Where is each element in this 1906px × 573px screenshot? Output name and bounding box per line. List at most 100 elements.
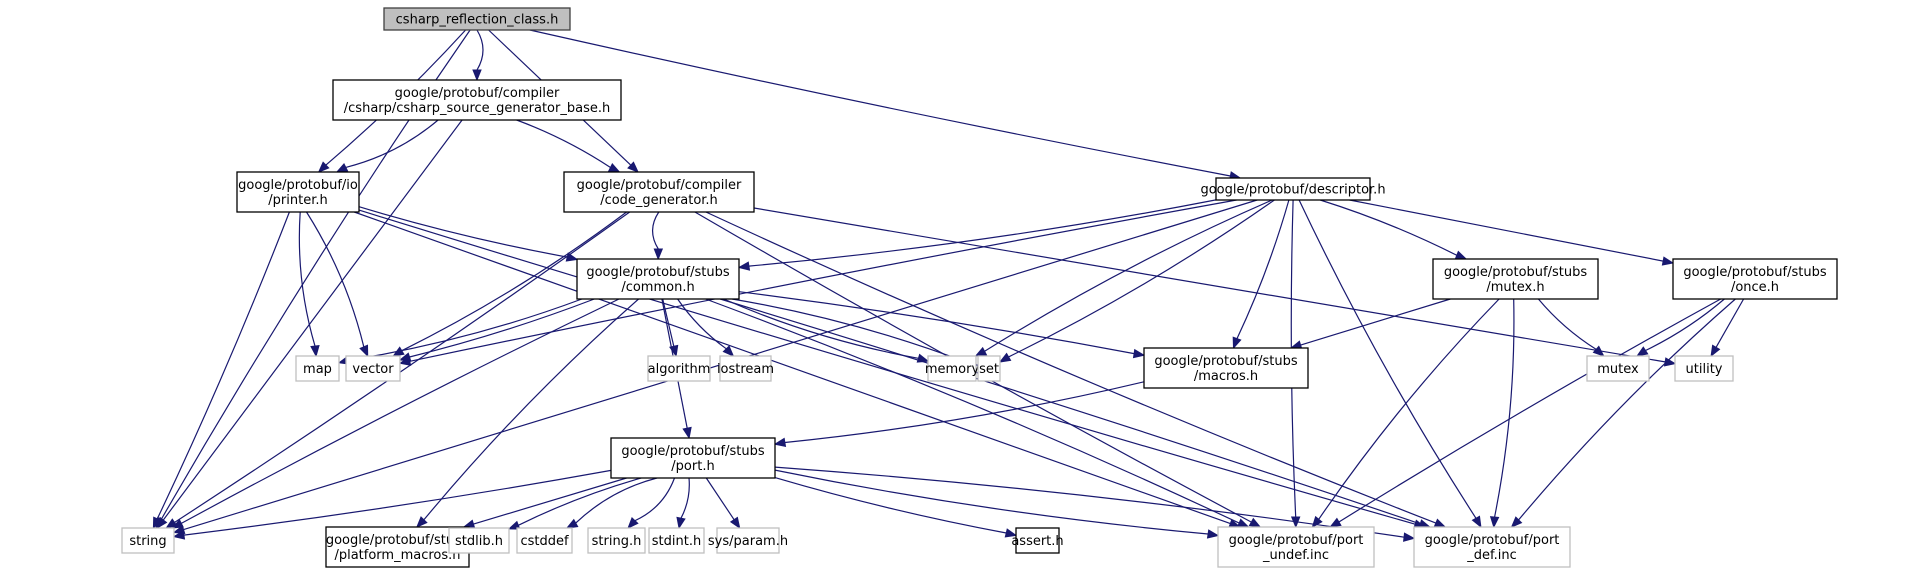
node-box-stringh bbox=[587, 527, 646, 554]
node-box-printer[interactable] bbox=[236, 171, 360, 213]
node-label-codegen-line0: google/protobuf/compiler bbox=[577, 178, 742, 193]
edge-mutexh-to-macros bbox=[1300, 298, 1451, 346]
edge-mutexh-to-portundef bbox=[1318, 298, 1500, 520]
node-platform[interactable]: google/protobuf/stubs/platform_macros.h bbox=[325, 526, 470, 568]
edge-common-to-string bbox=[181, 298, 620, 524]
arrowhead-common-to-port bbox=[682, 426, 692, 440]
edge-port-to-portundef bbox=[774, 469, 1209, 535]
node-port[interactable]: google/protobuf/stubs/port.h bbox=[610, 437, 776, 479]
edge-common-to-iostream bbox=[677, 298, 727, 350]
node-box-sysparam bbox=[716, 527, 780, 554]
node-set: set bbox=[977, 355, 1001, 382]
edge-descriptor-to-mutexh bbox=[1320, 199, 1458, 256]
node-box-csgb[interactable] bbox=[332, 79, 622, 121]
arrowhead-port-to-assert bbox=[1004, 528, 1018, 538]
node-printer[interactable]: google/protobuf/io/printer.h bbox=[236, 171, 360, 213]
node-label-cstddef-line0: cstddef bbox=[520, 534, 569, 549]
edge-descriptor-to-set bbox=[1008, 199, 1275, 358]
node-label-map-line0: map bbox=[303, 362, 332, 377]
node-box-descriptor[interactable] bbox=[1215, 177, 1371, 201]
node-stdlib: stdlib.h bbox=[448, 527, 510, 554]
arrowhead-codegen-to-common bbox=[653, 248, 664, 261]
node-label-port-line1: /port.h bbox=[671, 459, 714, 474]
node-box-cstddef bbox=[516, 527, 573, 554]
node-box-memory bbox=[927, 355, 977, 382]
edge-mutexh-to-portdef bbox=[1494, 298, 1515, 518]
node-label-csgb-line1: /csharp/csharp_source_generator_base.h bbox=[344, 101, 610, 116]
edge-descriptor-to-common bbox=[748, 199, 1217, 267]
node-root[interactable]: csharp_reflection_class.h bbox=[383, 7, 571, 31]
node-label-portundef-line0: google/protobuf/port bbox=[1229, 533, 1364, 548]
node-box-root[interactable] bbox=[383, 7, 571, 31]
node-descriptor[interactable]: google/protobuf/descriptor.h bbox=[1200, 177, 1386, 201]
arrowhead-codegen-to-portundef bbox=[1248, 517, 1262, 528]
node-codegen[interactable]: google/protobuf/compiler/code_generator.… bbox=[563, 171, 755, 213]
node-label-mutexh-line1: /mutex.h bbox=[1486, 280, 1544, 295]
edge-descriptor-to-vector bbox=[409, 199, 1237, 362]
edge-codegen-to-common bbox=[651, 211, 660, 250]
arrowhead-printer-to-vector bbox=[359, 344, 369, 358]
arrowhead-port-to-stdint bbox=[676, 516, 686, 530]
arrowhead-port-to-stdlib bbox=[507, 520, 521, 530]
node-label-mutexh-line0: google/protobuf/stubs bbox=[1444, 265, 1588, 280]
node-box-portdef bbox=[1413, 526, 1571, 568]
node-common[interactable]: google/protobuf/stubs/common.h bbox=[576, 258, 740, 300]
node-box-string bbox=[121, 527, 175, 554]
edge-root-to-descriptor bbox=[529, 29, 1231, 177]
edge-printer-to-common bbox=[358, 206, 568, 258]
edge-common-to-platform bbox=[423, 298, 639, 521]
node-string: string bbox=[121, 527, 175, 554]
arrowhead-printer-to-map bbox=[310, 345, 320, 358]
node-mutexh[interactable]: google/protobuf/stubs/mutex.h bbox=[1432, 258, 1599, 300]
node-box-mutexh[interactable] bbox=[1432, 258, 1599, 300]
arrowhead-descriptor-to-macros bbox=[1232, 336, 1242, 350]
edge-mutexh-to-mutex bbox=[1537, 298, 1597, 350]
edge-port-to-stringh bbox=[634, 477, 676, 522]
edge-descriptor-to-macros bbox=[1236, 199, 1290, 339]
node-macros[interactable]: google/protobuf/stubs/macros.h bbox=[1143, 347, 1309, 389]
node-onceh[interactable]: google/protobuf/stubs/once.h bbox=[1672, 258, 1838, 300]
edge-csgb-to-codegen bbox=[516, 119, 611, 169]
arrowhead-port-to-portdef bbox=[1403, 532, 1416, 542]
arrowhead-port-to-cstddef bbox=[565, 518, 579, 529]
node-csgb[interactable]: google/protobuf/compiler/csharp/csharp_s… bbox=[332, 79, 622, 121]
node-assert[interactable]: assert.h bbox=[1011, 527, 1064, 554]
arrowhead-common-to-portundef bbox=[1236, 518, 1250, 528]
arrowhead-root-to-printer bbox=[317, 161, 330, 173]
edge-csgb-to-printer bbox=[345, 119, 439, 168]
arrowhead-mutexh-to-portdef bbox=[1489, 516, 1500, 529]
edge-common-to-memory bbox=[723, 298, 919, 359]
arrowhead-macros-to-port bbox=[773, 437, 787, 448]
node-box-vector bbox=[345, 355, 401, 382]
arrowhead-descriptor-to-portdef bbox=[1471, 515, 1482, 529]
node-label-mutex-line0: mutex bbox=[1597, 362, 1639, 377]
arrowhead-csgb-to-codegen bbox=[607, 163, 621, 173]
node-box-map bbox=[295, 355, 340, 382]
node-box-assert[interactable] bbox=[1015, 527, 1060, 554]
arrowhead-onceh-to-utility bbox=[1710, 344, 1721, 358]
edge-root-to-csgb bbox=[476, 29, 484, 71]
node-label-string-line0: string bbox=[129, 534, 166, 549]
arrowhead-descriptor-to-common bbox=[737, 261, 751, 271]
edge-port-to-stdint bbox=[680, 477, 690, 519]
node-box-onceh[interactable] bbox=[1672, 258, 1838, 300]
node-mutex: mutex bbox=[1586, 355, 1650, 382]
node-label-vector-line0: vector bbox=[352, 362, 394, 377]
node-box-codegen[interactable] bbox=[563, 171, 755, 213]
node-label-utility-line0: utility bbox=[1686, 362, 1723, 377]
node-label-port-line0: google/protobuf/stubs bbox=[621, 444, 765, 459]
node-algorithm: algorithm bbox=[647, 355, 711, 382]
edge-codegen-to-vector bbox=[401, 211, 627, 352]
node-box-common[interactable] bbox=[576, 258, 740, 300]
node-box-port[interactable] bbox=[610, 437, 776, 479]
node-label-stdlib-line0: stdlib.h bbox=[455, 534, 503, 549]
edge-printer-to-portundef bbox=[353, 211, 1231, 525]
edge-printer-to-map bbox=[298, 211, 316, 347]
edge-codegen-to-utility bbox=[753, 207, 1666, 363]
node-label-algorithm-line0: algorithm bbox=[648, 362, 711, 377]
edge-macros-to-port bbox=[784, 381, 1145, 444]
arrowhead-descriptor-to-mutexh bbox=[1454, 250, 1468, 260]
node-label-sysparam-line0: sys/param.h bbox=[708, 534, 788, 549]
node-box-macros[interactable] bbox=[1143, 347, 1309, 389]
arrowhead-port-to-sysparam bbox=[729, 516, 741, 530]
